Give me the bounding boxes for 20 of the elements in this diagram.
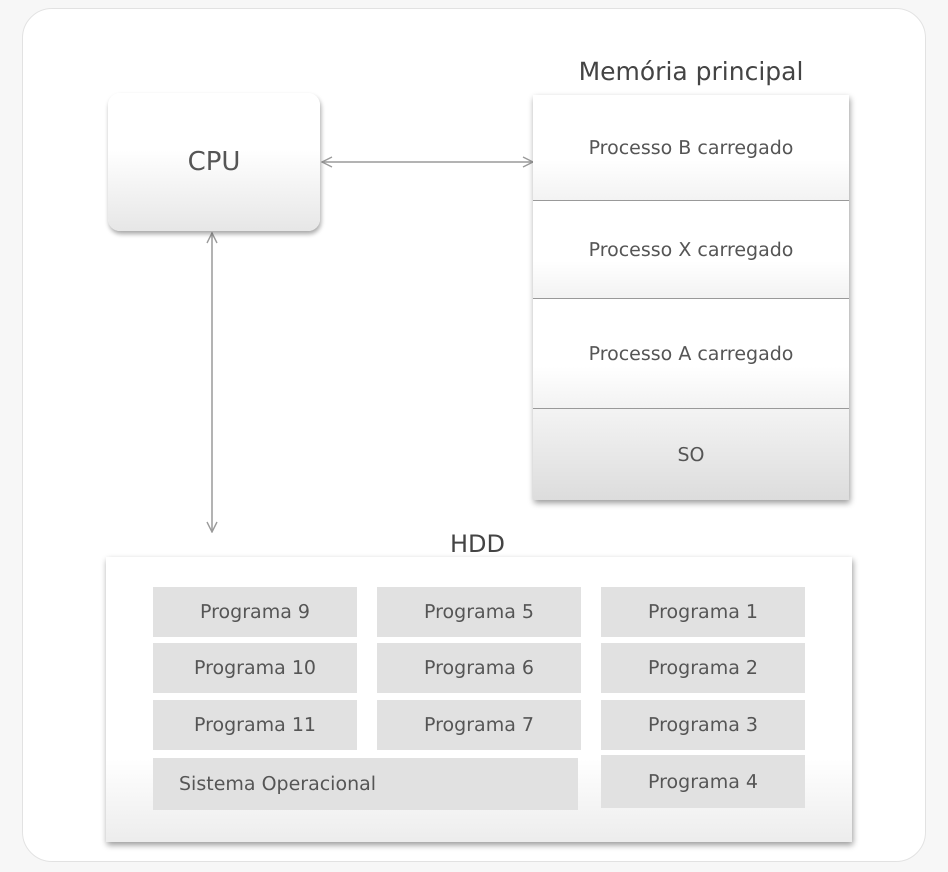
program-block: Sistema Operacional [153,758,578,810]
memory-segment: Processo B carregado [533,95,849,200]
program-block: Programa 6 [377,643,581,693]
program-block: Programa 10 [153,643,357,693]
program-block: Programa 7 [377,700,581,750]
memory-segment: Processo X carregado [533,200,849,298]
program-block: Programa 5 [377,587,581,637]
program-block: Programa 1 [601,587,805,637]
program-block: Programa 4 [601,755,805,808]
hdd-heading: HDD [449,532,506,556]
program-block: Programa 2 [601,643,805,693]
program-block: Programa 9 [153,587,357,637]
double-arrow [206,232,218,533]
program-block: Programa 3 [601,700,805,750]
cpu-box: CPU [108,93,320,231]
memory-segment: SO [533,408,849,500]
program-block: Programa 11 [153,700,357,750]
memory-heading: Memória principal [578,56,804,88]
memory-segment: Processo A carregado [533,298,849,408]
double-arrow [321,156,534,168]
